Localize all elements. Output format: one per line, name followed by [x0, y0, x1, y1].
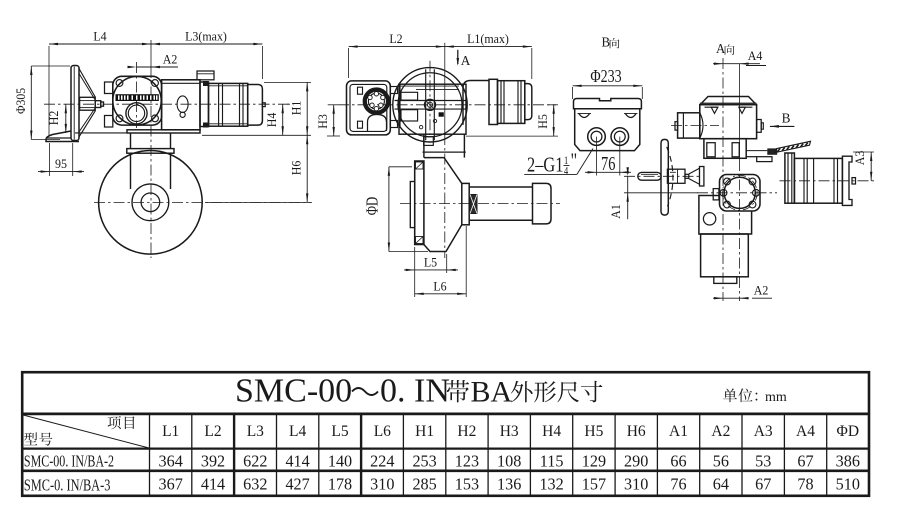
svg-text:mm: mm	[765, 390, 787, 405]
svg-text:H2: H2	[457, 423, 476, 440]
svg-text:H5: H5	[536, 114, 550, 129]
svg-text:310: 310	[370, 474, 394, 493]
svg-text:SMC-00. IN/BA-2: SMC-00. IN/BA-2	[24, 453, 114, 471]
svg-text:L5: L5	[331, 423, 348, 440]
svg-text:53: 53	[755, 451, 771, 470]
svg-text:L3(max): L3(max)	[185, 29, 227, 43]
svg-text:132: 132	[539, 474, 563, 493]
svg-text:A3: A3	[853, 151, 867, 166]
svg-text:178: 178	[328, 474, 352, 493]
svg-text:A3: A3	[754, 423, 773, 440]
svg-text:L6: L6	[374, 423, 391, 440]
svg-text:632: 632	[243, 474, 267, 493]
svg-text:H4: H4	[265, 113, 279, 128]
svg-text:A: A	[461, 53, 471, 68]
svg-text:L2: L2	[204, 423, 221, 440]
svg-text:H1: H1	[289, 101, 303, 116]
svg-text:A2: A2	[711, 423, 730, 440]
svg-text:ΦD: ΦD	[837, 423, 860, 440]
svg-text:115: 115	[540, 451, 564, 470]
svg-text:L2: L2	[389, 32, 402, 46]
svg-text:": "	[571, 150, 578, 173]
svg-text:123: 123	[455, 451, 479, 470]
svg-text:224: 224	[370, 451, 394, 470]
svg-text:A4: A4	[796, 423, 815, 440]
svg-text:Φ233: Φ233	[590, 68, 621, 87]
svg-text:414: 414	[201, 474, 225, 493]
svg-text:L1(max): L1(max)	[467, 32, 509, 46]
svg-text:414: 414	[285, 451, 309, 470]
svg-text:H4: H4	[542, 423, 561, 440]
svg-text:78: 78	[797, 474, 813, 493]
svg-text:L5: L5	[424, 255, 437, 269]
svg-text:A4: A4	[748, 49, 763, 63]
svg-text:76: 76	[601, 151, 616, 174]
svg-text:L3: L3	[247, 423, 264, 440]
svg-text:136: 136	[497, 474, 521, 493]
svg-text:64: 64	[713, 474, 729, 493]
svg-text:140: 140	[328, 451, 352, 470]
svg-text:Φ305: Φ305	[14, 88, 29, 114]
svg-text:67: 67	[755, 474, 771, 493]
svg-text:310: 310	[624, 474, 648, 493]
svg-text:H3: H3	[316, 114, 330, 129]
svg-text:L4: L4	[93, 29, 106, 43]
svg-text:H1: H1	[415, 423, 434, 440]
svg-text:H3: H3	[500, 423, 519, 440]
svg-text:L6: L6	[433, 279, 446, 293]
svg-text:76: 76	[670, 474, 686, 493]
svg-text:622: 622	[243, 451, 267, 470]
svg-text:364: 364	[159, 451, 183, 470]
svg-text:A2: A2	[754, 283, 769, 297]
svg-text:A1: A1	[669, 423, 688, 440]
svg-text:0. IN: 0. IN	[380, 373, 450, 410]
svg-text:386: 386	[836, 451, 860, 470]
svg-text:L1: L1	[162, 423, 179, 440]
svg-text:SMC-00: SMC-00	[235, 373, 352, 410]
svg-text:4: 4	[564, 165, 569, 178]
svg-text:H5: H5	[584, 423, 603, 440]
svg-text:392: 392	[201, 451, 225, 470]
svg-text:67: 67	[797, 451, 813, 470]
svg-text:367: 367	[159, 474, 183, 493]
svg-text:A: A	[716, 41, 726, 56]
svg-text:H6: H6	[289, 161, 303, 176]
svg-text:H6: H6	[627, 423, 646, 440]
svg-text:H2: H2	[47, 111, 61, 126]
svg-text:ΦD: ΦD	[364, 197, 382, 216]
svg-text:BA: BA	[471, 376, 513, 409]
svg-text:A2: A2	[163, 52, 178, 66]
svg-text:A1: A1	[609, 204, 623, 219]
svg-text:129: 129	[582, 451, 606, 470]
svg-text:95: 95	[55, 157, 67, 171]
svg-text:253: 253	[412, 451, 436, 470]
svg-text:290: 290	[624, 451, 648, 470]
svg-text:2–G1: 2–G1	[527, 153, 563, 176]
svg-text:285: 285	[412, 474, 436, 493]
svg-text:B: B	[602, 34, 611, 49]
svg-text:B: B	[782, 110, 791, 125]
svg-text:157: 157	[582, 474, 606, 493]
svg-text:153: 153	[455, 474, 479, 493]
svg-text:56: 56	[713, 451, 729, 470]
svg-text:66: 66	[670, 451, 686, 470]
svg-text:L4: L4	[289, 423, 306, 440]
svg-text:108: 108	[497, 451, 521, 470]
svg-text:510: 510	[836, 474, 860, 493]
svg-text:427: 427	[285, 474, 309, 493]
svg-text:SMC-0. IN/BA-3: SMC-0. IN/BA-3	[24, 477, 111, 495]
svg-text:1: 1	[564, 155, 568, 168]
